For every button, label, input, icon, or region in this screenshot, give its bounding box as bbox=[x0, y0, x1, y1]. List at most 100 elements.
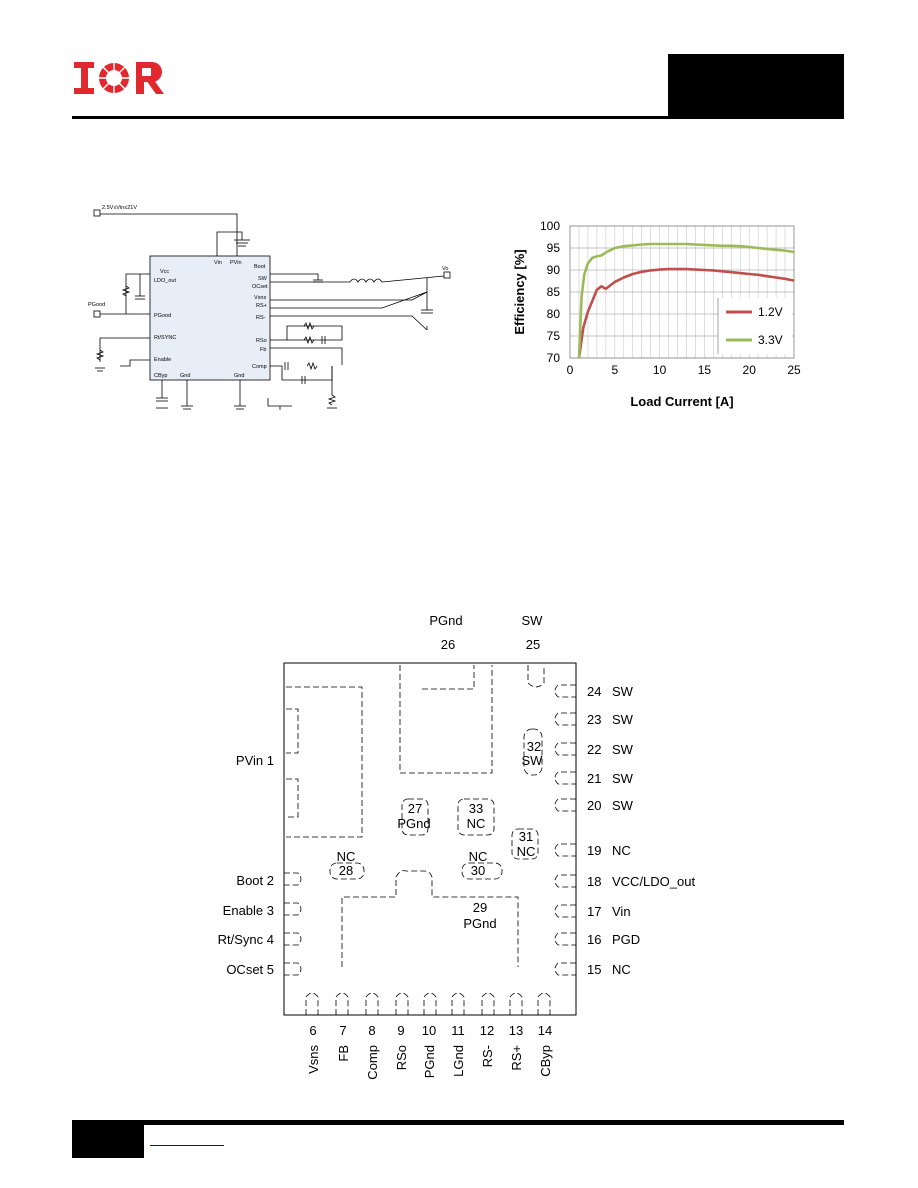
right-pin-18-name: VCC/LDO_out bbox=[612, 874, 695, 889]
pad-31-num: 31 bbox=[519, 829, 533, 844]
x-tick-label: 10 bbox=[653, 363, 667, 377]
legend-box bbox=[718, 298, 792, 354]
ior-logo bbox=[74, 62, 164, 94]
right-pin-15-name: NC bbox=[612, 962, 631, 977]
ic-pin-gnd-left: Gnd bbox=[180, 373, 190, 379]
ic-body bbox=[149, 255, 271, 381]
y-tick-label: 80 bbox=[547, 307, 561, 321]
top-pin-25-name: SW bbox=[522, 613, 544, 628]
ic-pin-rso: RSo bbox=[256, 338, 267, 344]
left-pin-rt-sync: Rt/Sync 4 bbox=[218, 932, 274, 947]
application-schematic: 2.5V≤Vin≤21V Vo PGood Vcc LDO_out PGood … bbox=[88, 205, 451, 410]
ic-pin-rt-sync: Rt/SYNC bbox=[154, 335, 176, 341]
right-pin-23-num: 23 bbox=[587, 712, 601, 727]
pad-30 bbox=[461, 862, 503, 880]
pad-28-name: NC bbox=[337, 849, 356, 864]
supply-label: 2.5V≤Vin≤21V bbox=[102, 205, 137, 211]
part-number-box bbox=[668, 54, 844, 116]
right-pin-20-num: 20 bbox=[587, 798, 601, 813]
ic-pin-gnd-right: Gnd bbox=[234, 373, 244, 379]
ic-pin-ldo-out: LDO_out bbox=[154, 278, 176, 284]
pad-28-num: 28 bbox=[339, 863, 353, 878]
pad-31-name: NC bbox=[517, 844, 536, 859]
ic-pin-boot: Boot bbox=[254, 264, 266, 270]
x-tick-label: 15 bbox=[698, 363, 712, 377]
pad-30-name: NC bbox=[469, 849, 488, 864]
bottom-pin-11-num: 11 bbox=[451, 1023, 465, 1038]
bottom-pin-10-num: 10 bbox=[422, 1023, 436, 1038]
plot-area bbox=[569, 225, 795, 359]
series-line-1-2V bbox=[577, 267, 795, 359]
right-pin-21-num: 21 bbox=[587, 771, 601, 786]
pad-32 bbox=[523, 728, 543, 776]
chart-series bbox=[577, 242, 795, 359]
y-tick-label: 85 bbox=[547, 285, 561, 299]
bottom-pin-13-num: 13 bbox=[509, 1023, 523, 1038]
ic-pin-vsns: Vsns bbox=[254, 295, 266, 301]
package-outline bbox=[283, 662, 577, 1016]
pad-33 bbox=[457, 798, 495, 836]
bottom-pin-7-name: FB bbox=[336, 1045, 351, 1062]
x-tick-label: 0 bbox=[567, 363, 574, 377]
pad-31 bbox=[511, 828, 539, 860]
pgood-terminal-label: PGood bbox=[88, 302, 105, 308]
bottom-pin-12-name: RS- bbox=[480, 1045, 495, 1067]
ic-pin-cbyp: CByp bbox=[154, 373, 167, 379]
pad-sw-25 bbox=[527, 665, 545, 688]
ic-pin-sw: SW bbox=[258, 276, 268, 282]
pad-32-name: SW bbox=[522, 753, 544, 768]
right-pin-18-num: 18 bbox=[587, 874, 601, 889]
top-pin-26-num: 26 bbox=[441, 637, 455, 652]
right-pin-22-name: SW bbox=[612, 742, 634, 757]
ic-pin-fb: Fb bbox=[260, 347, 266, 353]
legend-label: 3.3V bbox=[758, 333, 783, 347]
pad-27 bbox=[401, 798, 429, 836]
x-tick-label: 20 bbox=[743, 363, 757, 377]
pad-29-name: PGnd bbox=[463, 916, 496, 931]
pad-29-num: 29 bbox=[473, 900, 487, 915]
right-pin-24-num: 24 bbox=[587, 684, 601, 699]
website-link[interactable] bbox=[150, 1136, 224, 1148]
ic-pin-pvin: PVin bbox=[230, 260, 242, 266]
chart-legend: 1.2V3.3V bbox=[717, 298, 792, 354]
bottom-pin-14-num: 14 bbox=[538, 1023, 552, 1038]
right-pin-15-num: 15 bbox=[587, 962, 601, 977]
pinout-diagram: PGnd 26 SW 25 PVin 1 Boot 2 Enable 3 Rt/… bbox=[218, 613, 696, 1080]
x-axis-label: Load Current [A] bbox=[630, 394, 733, 409]
pad-27-name: PGnd bbox=[397, 816, 430, 831]
pad-28 bbox=[329, 862, 365, 880]
bottom-pin-13-name: RS+ bbox=[509, 1045, 524, 1071]
series-line-3-3V bbox=[577, 242, 795, 359]
output-label: Vo bbox=[442, 266, 448, 272]
pad-pgnd-26 bbox=[399, 665, 493, 774]
ic-pin-vcc: Vcc bbox=[160, 269, 169, 275]
right-pin-19-name: NC bbox=[612, 843, 631, 858]
ic-pin-ocset: OCset bbox=[252, 284, 268, 290]
top-pin-25-num: 25 bbox=[526, 637, 540, 652]
bottom-pin-7-num: 7 bbox=[339, 1023, 346, 1038]
x-tick-label: 25 bbox=[787, 363, 801, 377]
pad-pvin bbox=[286, 686, 363, 838]
bottom-pin-8-name: Comp bbox=[365, 1045, 380, 1080]
right-pin-16-name: PGD bbox=[612, 932, 640, 947]
footer-rule bbox=[72, 1120, 844, 1125]
bottom-pin-6-num: 6 bbox=[309, 1023, 316, 1038]
y-tick-label: 70 bbox=[547, 351, 561, 365]
bottom-pin-14-name: CByp bbox=[538, 1045, 553, 1077]
left-pin-boot: Boot 2 bbox=[236, 873, 274, 888]
right-pin-22-num: 22 bbox=[587, 742, 601, 757]
ic-pin-comp: Comp bbox=[252, 364, 267, 370]
x-tick-label: 5 bbox=[611, 363, 618, 377]
bottom-pin-9-name: RSo bbox=[394, 1045, 409, 1070]
top-pin-26-name: PGnd bbox=[429, 613, 462, 628]
bottom-pin-9-num: 9 bbox=[397, 1023, 404, 1038]
ic-pin-rs-plus: RS+ bbox=[256, 303, 267, 309]
y-tick-label: 90 bbox=[547, 263, 561, 277]
right-pin-24-name: SW bbox=[612, 684, 634, 699]
right-pin-17-num: 17 bbox=[587, 904, 601, 919]
ic-pin-pgood: PGood bbox=[154, 313, 171, 319]
right-pin-16-num: 16 bbox=[587, 932, 601, 947]
